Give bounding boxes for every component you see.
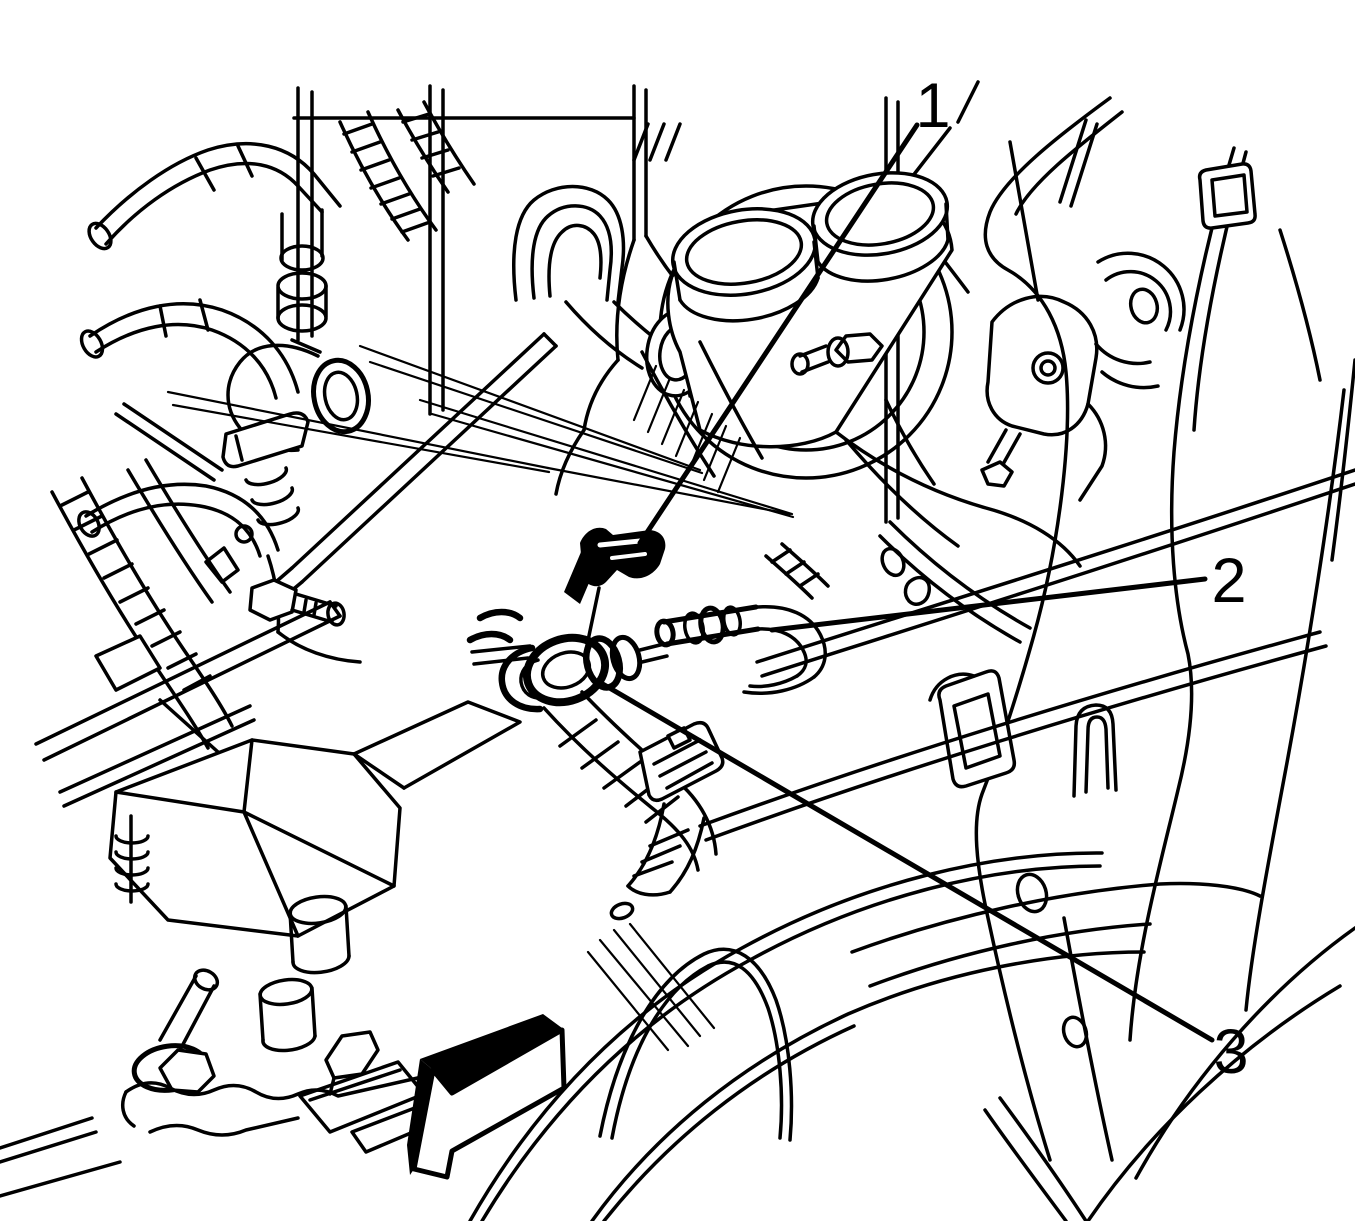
- brake-pipe-wedges: [166, 344, 795, 519]
- callout-3-leader: [598, 680, 1215, 1043]
- fender-edge-curves: [468, 851, 1146, 1221]
- fuel-line-fitting-lower: [466, 608, 643, 713]
- fuel-line-fitting-upper: [638, 604, 827, 695]
- callout-3-label: 3: [1213, 1017, 1248, 1087]
- frame-rails: [698, 468, 1355, 1221]
- callout-2-leader: [769, 576, 1208, 633]
- engine-left-machinery: [50, 402, 346, 781]
- callouts: 1 2 3: [598, 71, 1249, 1087]
- strut-tower-and-fender: [974, 96, 1355, 1162]
- front-of-vehicle-arrow: [407, 1014, 567, 1180]
- fuel-line-quick-connect-cluster: [466, 527, 827, 897]
- retainer-clip: [564, 527, 666, 652]
- callout-2-label: 2: [1211, 546, 1246, 616]
- engine-hose-cluster: [77, 84, 682, 664]
- callout-1-label: 1: [915, 71, 950, 141]
- engine-mount-assembly: [0, 600, 522, 1198]
- cowl-and-brake-booster: [554, 80, 1108, 644]
- fuel-hose-and-connector: [542, 690, 725, 897]
- callout-1-leader: [637, 122, 920, 546]
